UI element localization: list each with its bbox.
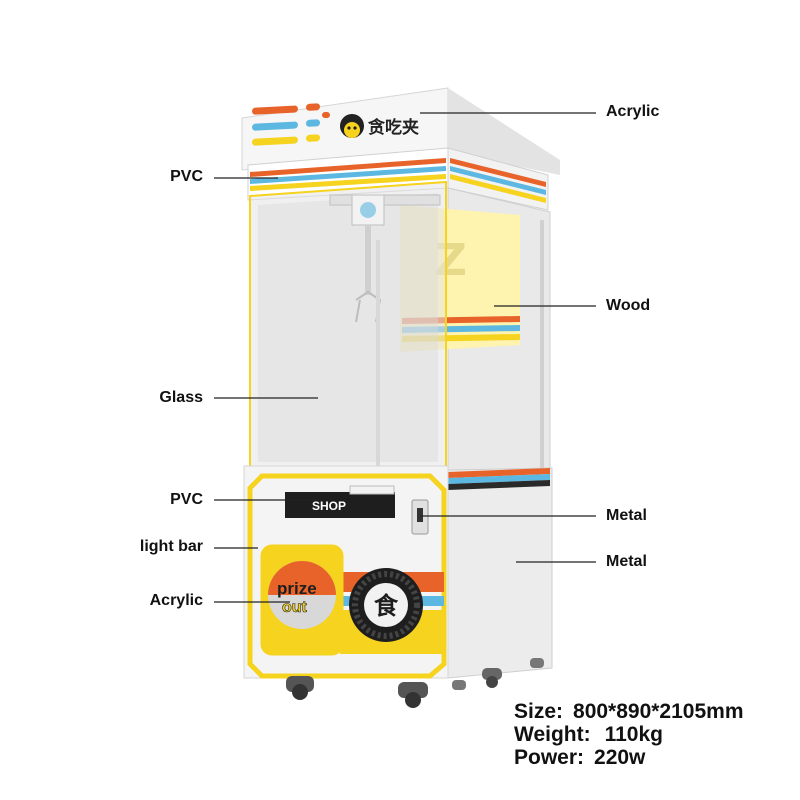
leader-lines (214, 112, 596, 603)
label-light-bar: light bar (139, 538, 203, 555)
label-acrylic-top: Acrylic (606, 103, 660, 120)
label-pvc-top: PVC (170, 168, 203, 185)
spec-size: Size: 800*890*2105mm (514, 700, 744, 724)
label-pvc-bottom: PVC (170, 491, 203, 508)
label-glass: Glass (159, 389, 203, 406)
round-emblem (349, 568, 423, 642)
label-metal-upper: Metal (606, 507, 647, 524)
label-acrylic-bottom: Acrylic (149, 592, 203, 609)
shop-sign-text: SHOP (312, 499, 346, 513)
prize-out-line2: out (282, 599, 308, 616)
emblem-char: 食 (374, 592, 399, 620)
spec-power: Power: 220w (514, 746, 645, 770)
glass-cabinet: Z (249, 180, 551, 471)
casters (286, 658, 544, 708)
spec-power-value: 220w (594, 746, 646, 769)
spec-power-label: Power: (514, 746, 585, 769)
label-metal-lower: Metal (606, 553, 647, 570)
light-bar (247, 473, 447, 679)
spec-weight: Weight: 110kg (514, 723, 663, 747)
header-brand-text: 贪吃夹 (367, 117, 419, 138)
spec-size-label: Size: (514, 700, 564, 723)
prize-out-door (260, 544, 344, 656)
shop-sign (285, 485, 395, 518)
spec-size-value: 800*890*2105mm (573, 700, 744, 723)
header-sign (241, 87, 560, 175)
spec-weight-label: Weight: (514, 723, 591, 746)
coin-slot (411, 499, 429, 535)
prize-out-line1: prize (277, 579, 317, 598)
mascot-icon (340, 114, 364, 138)
label-wood: Wood (606, 297, 651, 314)
spec-weight-value: 110kg (604, 723, 663, 746)
